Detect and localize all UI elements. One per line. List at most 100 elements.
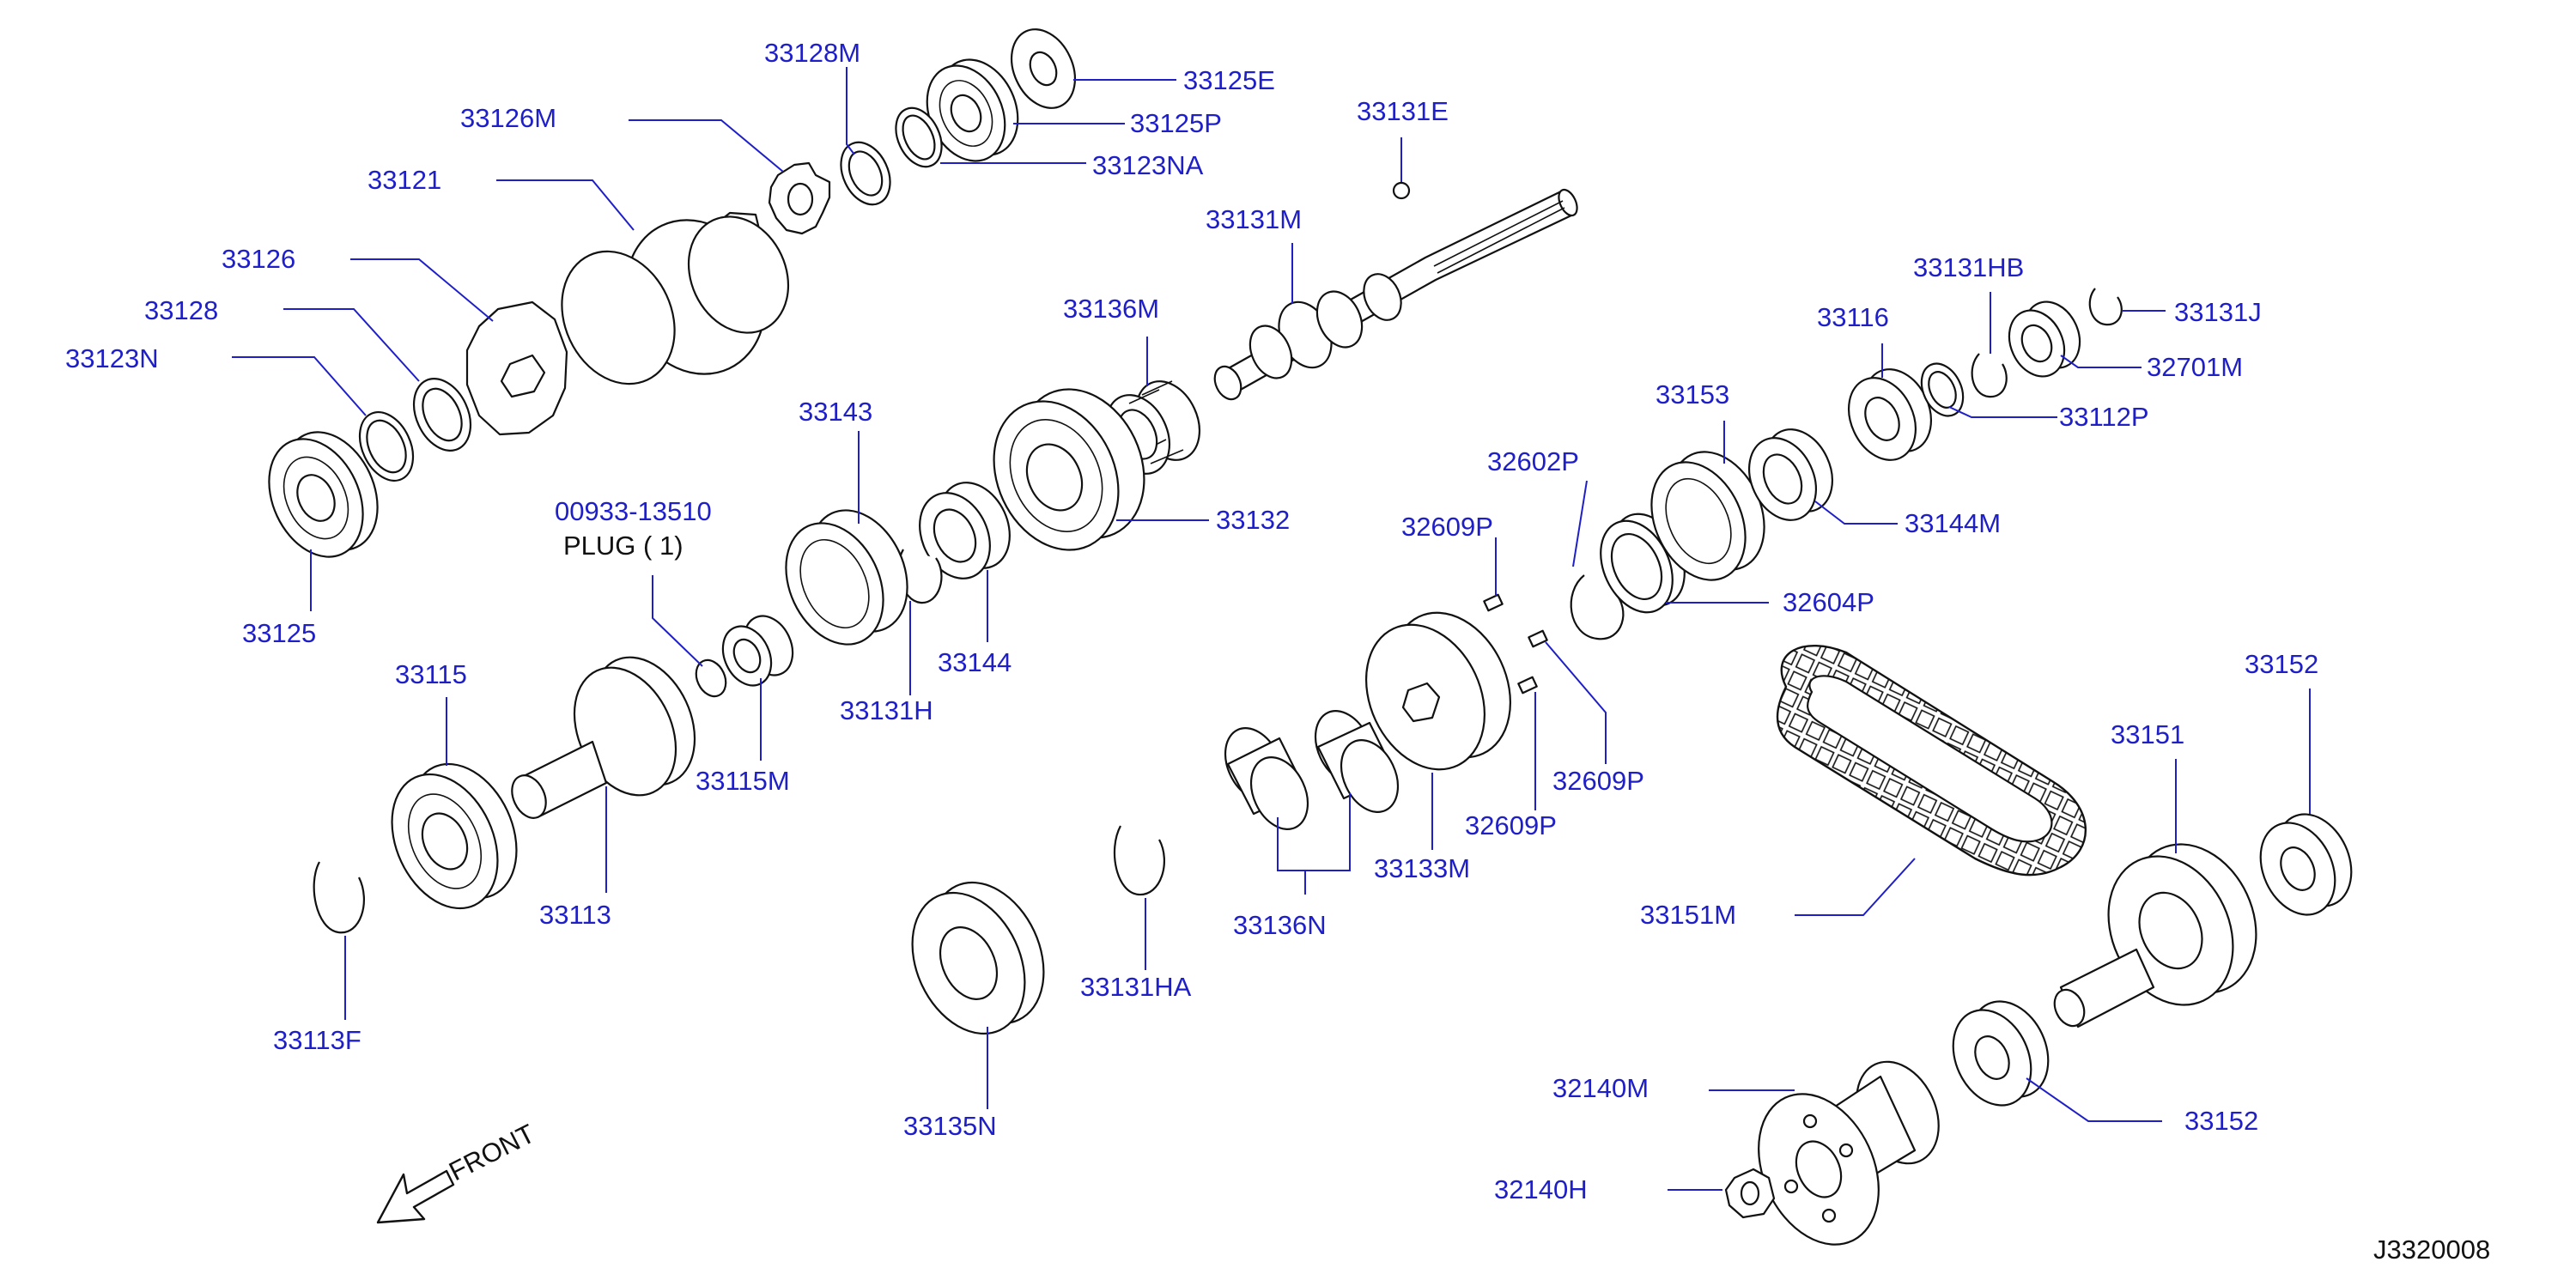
part-label-33131HB[interactable]: 33131HB	[1913, 252, 2024, 282]
part-label-33126M[interactable]: 33126M	[460, 103, 556, 133]
part-label-32609P-c[interactable]: 32609P	[1465, 810, 1557, 840]
plug-part-number[interactable]: 00933-13510	[555, 496, 712, 526]
part-label-33125E[interactable]: 33125E	[1183, 65, 1275, 95]
part-label-33115M[interactable]: 33115M	[696, 766, 790, 796]
part-label-33123N[interactable]: 33123N	[65, 343, 159, 373]
part-label-33131E[interactable]: 33131E	[1357, 96, 1449, 126]
part-33131HB-snap-ring	[1971, 353, 2008, 398]
part-label-33133M[interactable]: 33133M	[1374, 853, 1470, 883]
part-33113F-snap-ring	[313, 861, 366, 934]
part-label-33123NA[interactable]: 33123NA	[1092, 150, 1204, 180]
part-33115M-needle-bearing	[721, 615, 794, 687]
part-33126M-sprocket-plate	[768, 161, 831, 235]
leader-33151M	[1795, 858, 1916, 916]
leader-33144M	[1814, 500, 1898, 525]
part-label-32701M[interactable]: 32701M	[2147, 352, 2243, 382]
part-label-33128[interactable]: 33128	[144, 295, 218, 325]
part-33125-bearing	[268, 431, 379, 558]
part-label-33135N[interactable]: 33135N	[903, 1111, 997, 1141]
part-32609P-shifting-inserts	[1483, 593, 1548, 695]
part-label-33121[interactable]: 33121	[368, 165, 441, 195]
part-33143-coupling-sleeve	[785, 509, 908, 646]
part-33152-bearing-upper	[2259, 813, 2353, 916]
part-label-32609P-b[interactable]: 32609P	[1552, 766, 1644, 796]
part-33128-spacer	[412, 378, 472, 452]
leader-32602P	[1572, 480, 1588, 567]
part-label-33144[interactable]: 33144	[938, 647, 1012, 677]
part-label-33144M[interactable]: 33144M	[1905, 508, 2001, 538]
part-label-33143[interactable]: 33143	[799, 397, 872, 427]
part-00933-13510-plug	[695, 658, 727, 698]
part-33125P-bearing	[926, 58, 1019, 162]
part-33132-gear	[993, 388, 1145, 551]
part-33115-bearing	[391, 762, 518, 910]
part-33128M-spacer	[840, 141, 891, 206]
part-label-33131H[interactable]: 33131H	[840, 695, 933, 725]
part-label-33116[interactable]: 33116	[1817, 302, 1889, 332]
part-label-33131J[interactable]: 33131J	[2174, 297, 2262, 327]
part-33131E-steel-ball	[1392, 181, 1411, 200]
front-arrow-icon	[376, 1169, 455, 1224]
part-label-33131M[interactable]: 33131M	[1206, 204, 1302, 234]
part-label-33112P[interactable]: 33112P	[2059, 402, 2149, 432]
part-32140M-companion-flange	[1758, 1060, 1940, 1246]
front-label: FRONT	[444, 1119, 539, 1187]
part-label-33125[interactable]: 33125	[242, 618, 316, 648]
part-33152-bearing-lower	[1952, 1000, 2050, 1107]
part-label-32140H[interactable]: 32140H	[1494, 1174, 1588, 1204]
axis-upper-left	[203, 507, 283, 548]
part-label-33152-b[interactable]: 33152	[2184, 1106, 2258, 1136]
part-label-33151M[interactable]: 33151M	[1640, 900, 1736, 930]
part-33144M-synchro-hub	[1748, 428, 1833, 521]
part-33153-coupling-sleeve	[1650, 451, 1765, 581]
part-33121-cluster-gear	[561, 211, 790, 385]
part-label-33125P[interactable]: 33125P	[1130, 108, 1222, 138]
part-label-33132[interactable]: 33132	[1216, 505, 1290, 535]
part-label-33131HA[interactable]: 33131HA	[1080, 972, 1192, 1002]
part-label-33115[interactable]: 33115	[395, 659, 467, 689]
part-label-32604P[interactable]: 32604P	[1783, 587, 1874, 617]
leader-33128M	[846, 67, 855, 155]
part-label-33113F[interactable]: 33113F	[273, 1025, 361, 1055]
part-label-33128M[interactable]: 33128M	[764, 38, 860, 68]
part-33133M-gear	[1364, 611, 1512, 771]
part-32602P-spring	[1570, 574, 1625, 640]
part-33123N-snap-ring	[358, 411, 415, 482]
part-label-33136M[interactable]: 33136M	[1063, 294, 1159, 324]
leader-33136N	[1277, 793, 1351, 895]
leader-33152-b	[2026, 1077, 2162, 1122]
part-label-32140M[interactable]: 32140M	[1552, 1073, 1649, 1103]
part-33136N-needle-bearings	[1224, 710, 1400, 830]
phantom-group-line-e	[1503, 661, 1812, 760]
leader-lines	[232, 67, 2311, 1191]
part-33131J-snap-ring	[2088, 288, 2123, 326]
part-label-33126[interactable]: 33126	[222, 244, 295, 274]
plug-quantity-note: PLUG ( 1)	[563, 531, 683, 561]
phantom-group-line-a	[532, 376, 678, 678]
part-32140H-flange-nut	[1724, 1168, 1776, 1219]
part-label-32609P-a[interactable]: 32609P	[1401, 512, 1493, 542]
part-33131M-main-shaft	[1213, 188, 1578, 401]
part-33144-synchro-hub	[919, 482, 1011, 579]
part-33126-sprocket-plate	[465, 300, 568, 436]
part-32701M-speedometer-gear	[2008, 300, 2081, 378]
part-label-33152-a[interactable]: 33152	[2245, 649, 2318, 679]
leader-33126	[350, 258, 494, 322]
part-label-33136N[interactable]: 33136N	[1233, 910, 1327, 940]
leader-33112P	[1948, 406, 2057, 418]
axis-flange	[1653, 1204, 1726, 1241]
part-33135N-bearing	[911, 881, 1045, 1035]
part-label-33151[interactable]: 33151	[2111, 719, 2184, 749]
part-33151-sprocket-shaft	[2053, 843, 2257, 1028]
leader-33126M	[629, 119, 784, 173]
part-label-33113[interactable]: 33113	[539, 900, 611, 930]
drawing-id: J3320008	[2373, 1235, 2490, 1265]
leader-plug	[652, 575, 703, 667]
part-33112P-ring	[1920, 362, 1965, 417]
part-label-33153[interactable]: 33153	[1656, 379, 1729, 410]
part-label-32602P[interactable]: 32602P	[1487, 446, 1579, 476]
leader-33121	[496, 179, 635, 231]
leader-32609P-b	[1545, 641, 1607, 764]
part-33113-input-gear	[511, 656, 696, 819]
leader-32701M	[2060, 355, 2142, 368]
